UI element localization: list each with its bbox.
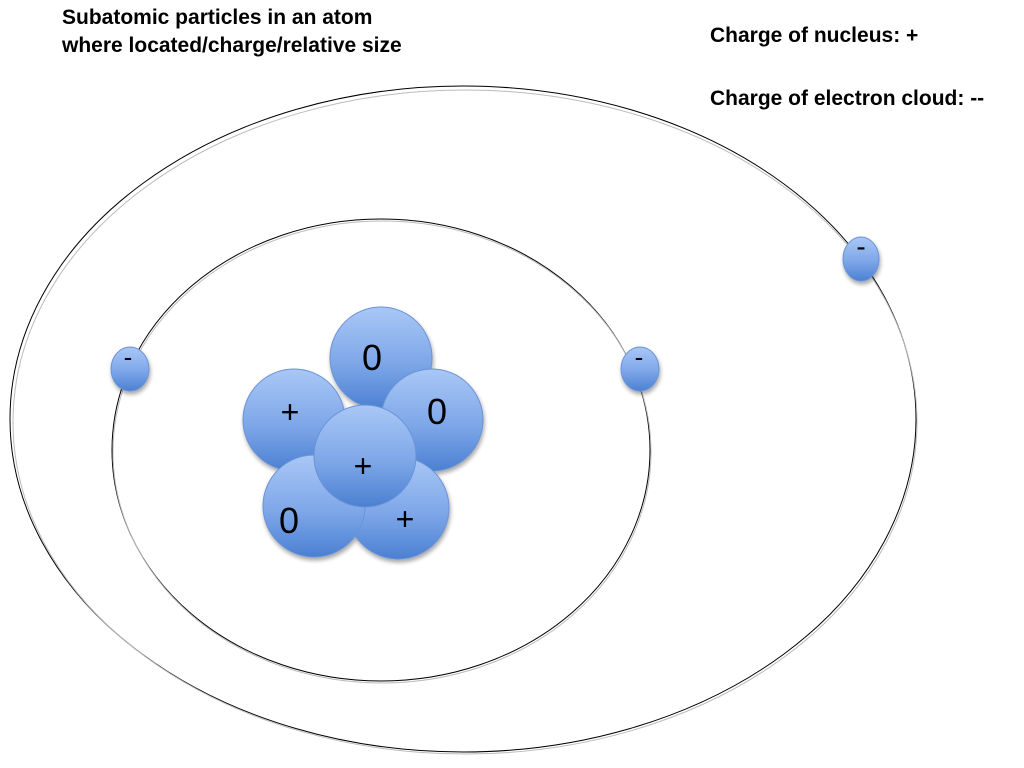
neutron-top-symbol: 0 — [362, 337, 382, 378]
electron-outer-symbol: - — [856, 231, 865, 262]
title-line-1: Subatomic particles in an atom — [62, 6, 373, 29]
inner-orbit — [111, 218, 651, 682]
electron-inner-left: - — [110, 342, 150, 392]
neutron-bottom-left-symbol: 0 — [279, 500, 299, 541]
proton-bottom-right-symbol: + — [396, 501, 415, 537]
nucleus: 0 + 0 + 0 + — [242, 306, 484, 560]
proton-left-symbol: + — [281, 394, 300, 430]
nucleus-charge-label: Charge of nucleus: + — [710, 24, 919, 47]
diagram-title: Subatomic particles in an atom where loc… — [62, 4, 402, 60]
electron-outer: - — [842, 231, 880, 282]
neutron-right-symbol: 0 — [427, 391, 447, 432]
title-line-2: where located/charge/relative size — [62, 34, 402, 57]
electron-cloud-charge-label: Charge of electron cloud: -- — [710, 87, 985, 110]
electron-inner-left-symbol: - — [124, 342, 133, 372]
proton-center: + — [313, 404, 417, 508]
electron-inner-right: - — [620, 342, 660, 392]
outer-orbit — [9, 85, 917, 753]
electron-inner-right-symbol: - — [635, 342, 644, 372]
proton-center-symbol: + — [354, 448, 373, 484]
